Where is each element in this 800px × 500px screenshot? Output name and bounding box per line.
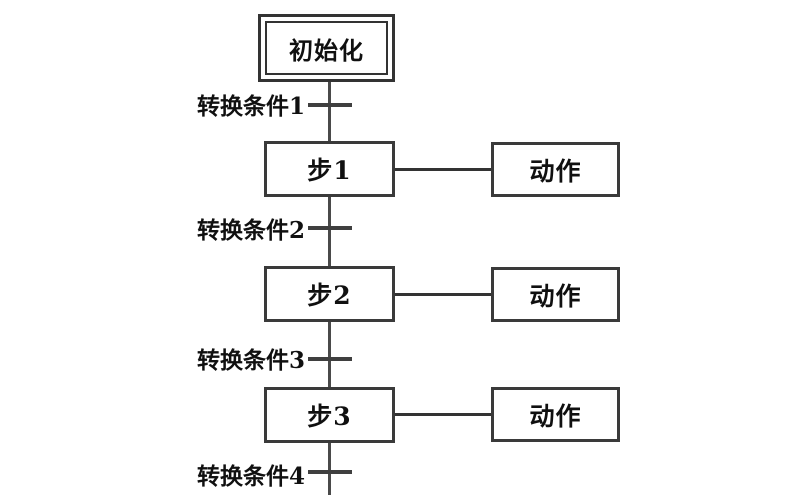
- action-connector-1: [394, 168, 492, 171]
- action-box-1: 动作: [491, 142, 620, 197]
- transition-tick-2: [308, 226, 352, 230]
- transition-tick-1: [308, 103, 352, 107]
- action-box-3: 动作: [491, 387, 620, 442]
- transition-tick-4: [308, 470, 352, 474]
- initial-step-box: 初始化: [258, 14, 395, 82]
- step-box-3: 步3: [264, 387, 395, 443]
- transition-label-4: 转换条件4: [196, 463, 305, 490]
- transition-label-3: 转换条件3: [196, 347, 305, 374]
- step-box-2: 步2: [264, 266, 395, 322]
- step-box-1: 步1: [264, 141, 395, 197]
- transition-tick-3: [308, 357, 352, 361]
- transition-label-2: 转换条件2: [196, 217, 305, 244]
- action-connector-2: [394, 293, 492, 296]
- transition-label-1: 转换条件1: [196, 93, 305, 120]
- initial-step-label: 初始化: [265, 21, 388, 75]
- action-connector-3: [394, 413, 492, 416]
- action-box-2: 动作: [491, 267, 620, 322]
